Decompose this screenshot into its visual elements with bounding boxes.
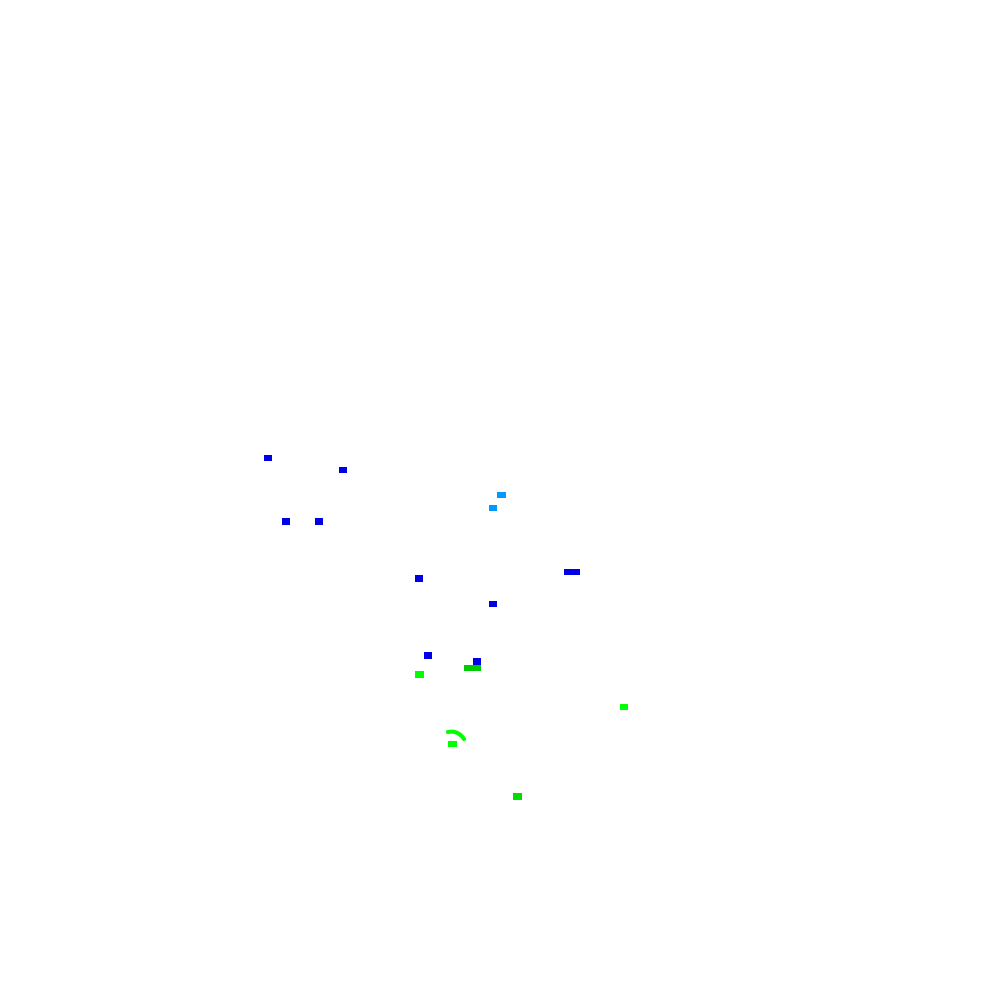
- mark-16: [513, 793, 522, 800]
- mark-10: [424, 652, 432, 659]
- mark-5: [282, 518, 290, 525]
- mark-13: [415, 671, 424, 678]
- mark-8: [415, 575, 423, 582]
- mark-15: [448, 741, 457, 747]
- mark-1: [264, 455, 272, 461]
- mark-6: [315, 518, 323, 525]
- mark-14: [620, 704, 628, 710]
- curved-mark: [446, 729, 466, 741]
- mark-2: [339, 467, 347, 473]
- mark-7: [564, 569, 580, 575]
- mark-3: [497, 492, 506, 498]
- marks-group: [264, 455, 628, 800]
- mark-9: [489, 601, 497, 607]
- mark-4: [489, 505, 497, 511]
- mark-12: [464, 665, 481, 671]
- mark-11: [473, 658, 481, 665]
